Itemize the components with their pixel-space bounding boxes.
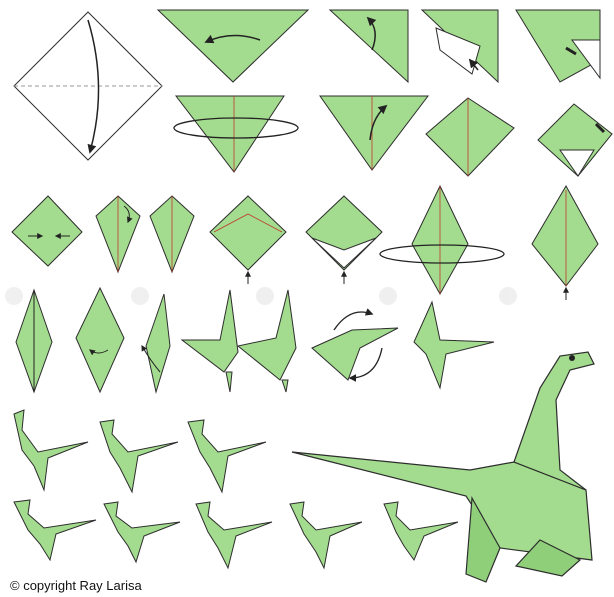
step-16-bird-base [532, 186, 598, 300]
step-9-squash [538, 104, 612, 176]
step-29-dino-small [196, 502, 272, 568]
step-12-kite [150, 196, 194, 272]
step-22-rotate [312, 312, 398, 380]
step-15-flip [380, 186, 504, 294]
step-24-dino-small [14, 410, 88, 490]
step-14-petal-fold [306, 196, 382, 284]
step-13-unfold [210, 196, 286, 284]
step-26-dino-small [188, 420, 266, 492]
step-28-dino-small [104, 502, 180, 562]
step-1-square-diagonal-fold [14, 12, 162, 160]
step-31-dino-small [384, 502, 458, 560]
step-2-triangle [158, 10, 308, 82]
step-21-reverse-fold [238, 290, 296, 392]
step-4-squash [422, 10, 498, 82]
step-17-narrow [16, 290, 52, 392]
step-5-squash [516, 10, 600, 82]
step-7-fold-up [320, 96, 428, 170]
step-30-dino-small [290, 502, 362, 568]
step-6-flip [174, 96, 298, 172]
dinosaur-eye-icon [569, 355, 575, 361]
step-10-kite-fold [12, 196, 82, 266]
step-19-fold-leg [142, 294, 170, 392]
step-23-result [414, 302, 494, 388]
step-27-dino-small [14, 500, 96, 560]
final-dinosaur [292, 352, 594, 582]
step-8-squash [426, 98, 514, 176]
step-18-narrow [76, 288, 124, 392]
step-20-inside-reverse [182, 290, 238, 392]
copyright-credit: © copyright Ray Larisa [10, 578, 142, 593]
step-25-dino-small [100, 420, 178, 492]
step-3-triangle-fold [330, 10, 408, 82]
step-11-kite [96, 196, 140, 272]
